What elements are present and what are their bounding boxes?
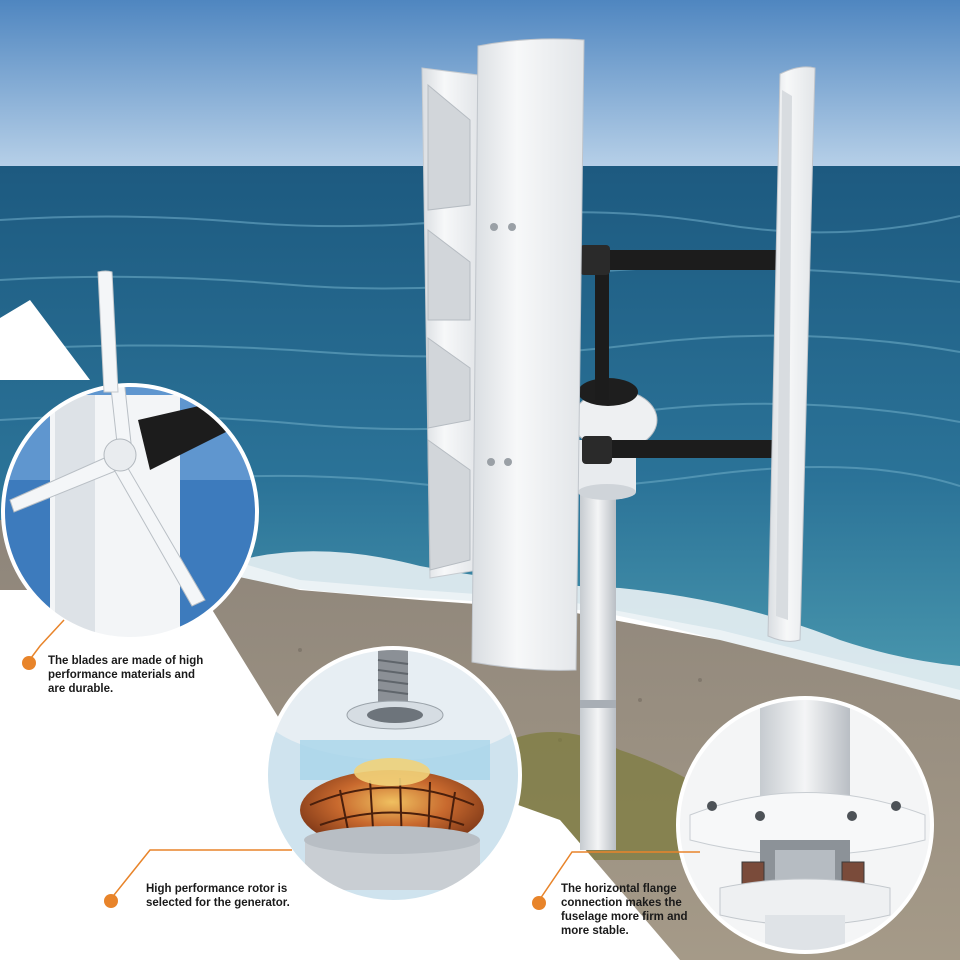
- callout-blades-text: The blades are made of high performance …: [48, 655, 204, 695]
- lower-arm: [592, 440, 787, 458]
- back-blade-ribs: [427, 83, 471, 571]
- white-panel-top-left: [0, 300, 90, 380]
- callout-rotor-text: High performance rotor is selected for t…: [146, 883, 290, 909]
- turbine-pole: [580, 470, 616, 850]
- callout-dot-2: [104, 894, 118, 908]
- flange-detail-inset: [678, 698, 932, 952]
- leader-line-3: [537, 851, 700, 903]
- surf-foam: [240, 551, 960, 700]
- front-blade-bolts: [487, 223, 516, 466]
- front-blade: [471, 38, 585, 671]
- callout-dot-1: [22, 656, 36, 670]
- upper-arm: [585, 250, 790, 270]
- blade-detail-inset: [3, 385, 257, 639]
- leader-line-2: [109, 849, 292, 901]
- callout-flange-text: The horizontal flange connection makes t…: [561, 883, 688, 937]
- turbine-shaft: [595, 250, 609, 400]
- callout-dot-3: [532, 896, 546, 910]
